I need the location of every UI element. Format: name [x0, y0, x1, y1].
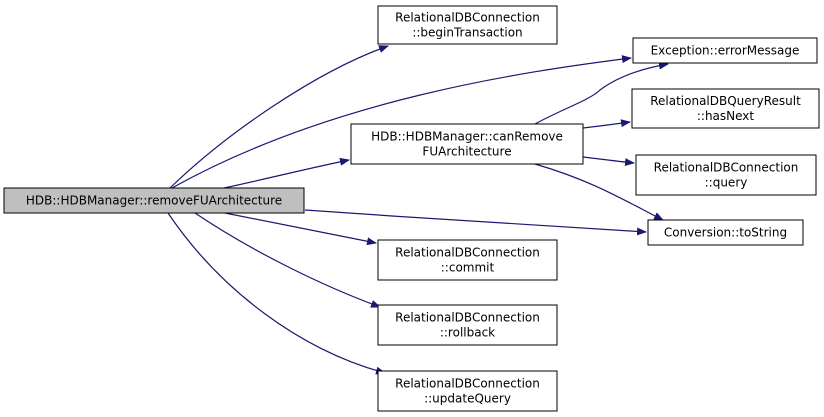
edges-layer [167, 45, 669, 375]
node-label: RelationalDBConnection [395, 311, 540, 325]
node-errorMessage[interactable]: Exception::errorMessage [632, 37, 818, 64]
node-box [631, 88, 820, 129]
node-label: Exception::errorMessage [651, 44, 800, 58]
node-rollback[interactable]: RelationalDBConnection::rollback [377, 304, 558, 346]
node-label: RelationalDBConnection [654, 161, 799, 175]
node-label: RelationalDBConnection [395, 246, 540, 260]
edge-canRemove-to-hasNext [582, 119, 631, 129]
edge-root-to-canRemove [223, 157, 350, 189]
node-commit[interactable]: RelationalDBConnection::commit [377, 239, 558, 281]
node-box [377, 5, 558, 45]
node-label: ::updateQuery [424, 392, 511, 406]
edge-root-to-updateQuery [167, 212, 386, 375]
node-hasNext[interactable]: RelationalDBQueryResult::hasNext [631, 88, 820, 129]
node-box [350, 123, 584, 165]
node-box [632, 37, 818, 64]
node-label: FUArchitecture [422, 145, 511, 159]
node-root: HDB::HDBManager::removeFUArchitecture [3, 187, 305, 214]
node-box [635, 154, 817, 196]
edge-root-to-beginTransaction [169, 45, 389, 189]
node-label: RelationalDBQueryResult [650, 94, 801, 108]
edge-root-to-toString [304, 209, 647, 236]
edge-canRemove-to-toString [534, 163, 664, 221]
node-beginTransaction[interactable]: RelationalDBConnection::beginTransaction [377, 5, 558, 45]
edge-root-to-commit [224, 212, 377, 246]
edge-canRemove-to-errorMessage [534, 61, 669, 125]
node-label: RelationalDBConnection [395, 377, 540, 391]
node-label: ::hasNext [697, 109, 755, 123]
node-label: Conversion::toString [664, 226, 787, 240]
nodes-layer: HDB::HDBManager::removeFUArchitectureRel… [3, 5, 820, 412]
edge-canRemove-to-query [582, 156, 635, 167]
node-box [647, 219, 804, 246]
node-updateQuery[interactable]: RelationalDBConnection::updateQuery [377, 370, 558, 412]
node-query[interactable]: RelationalDBConnection::query [635, 154, 817, 196]
edge-root-to-rollback [194, 212, 381, 308]
node-box [377, 239, 558, 281]
node-box [377, 304, 558, 346]
node-label: ::commit [441, 261, 495, 275]
node-toString[interactable]: Conversion::toString [647, 219, 804, 246]
node-box [3, 187, 305, 214]
node-box [377, 370, 558, 412]
node-label: ::rollback [440, 326, 495, 340]
node-label: HDB::HDBManager::removeFUArchitecture [26, 194, 282, 208]
node-label: ::beginTransaction [412, 26, 522, 40]
node-label: RelationalDBConnection [395, 11, 540, 25]
node-label: HDB::HDBManager::canRemove [371, 130, 563, 144]
node-label: ::query [705, 176, 748, 190]
edge-root-to-errorMessage [171, 55, 632, 189]
